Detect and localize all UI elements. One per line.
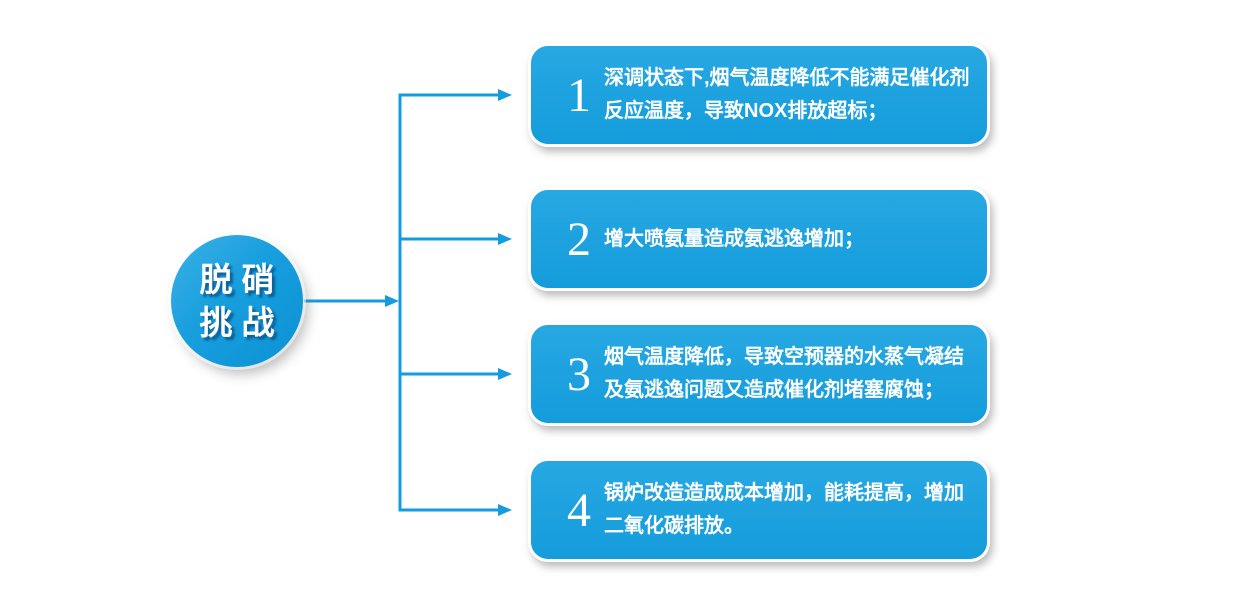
challenge-text-4-line2: 二氧化碳排放。 <box>604 515 744 537</box>
challenge-text-1-line2: 反应温度，导致NOX排放超标； <box>604 100 888 122</box>
challenge-text-2-line1: 增大喷氨量造成氨逃逸增加； <box>604 227 864 250</box>
challenge-text-3-line1: 烟气温度降低，导致空预器的水蒸气凝结 <box>604 346 964 368</box>
challenge-text-1: 深调状态下,烟气温度降低不能满足催化剂 反应温度，导致NOX排放超标； <box>604 62 986 128</box>
challenge-number-2: 2 <box>567 212 591 266</box>
challenge-number-3: 3 <box>567 347 591 401</box>
challenge-number-1: 1 <box>567 68 591 122</box>
challenge-box-4: 4 锅炉改造造成成本增加，能耗提高，增加 二氧化碳排放。 <box>528 458 990 562</box>
circle-label-line1: 脱硝 <box>199 261 284 298</box>
challenge-text-3: 烟气温度降低，导致空预器的水蒸气凝结 及氨逃逸问题又造成催化剂堵塞腐蚀； <box>604 341 986 407</box>
challenge-text-4-line1: 锅炉改造造成成本增加，能耗提高，增加 <box>604 482 964 504</box>
challenge-box-1: 1 深调状态下,烟气温度降低不能满足催化剂 反应温度，导致NOX排放超标； <box>528 43 990 147</box>
challenge-box-3: 3 烟气温度降低，导致空预器的水蒸气凝结 及氨逃逸问题又造成催化剂堵塞腐蚀； <box>528 322 990 426</box>
challenge-text-3-line2: 及氨逃逸问题又造成催化剂堵塞腐蚀； <box>604 379 944 401</box>
challenge-text-4: 锅炉改造造成成本增加，能耗提高，增加 二氧化碳排放。 <box>604 477 986 543</box>
challenge-text-1-line1: 深调状态下,烟气温度降低不能满足催化剂 <box>604 67 970 89</box>
challenge-text-2: 增大喷氨量造成氨逃逸增加； <box>604 223 986 256</box>
challenge-box-2: 2 增大喷氨量造成氨逃逸增加； <box>528 187 990 291</box>
circle-label-line2: 挑战 <box>199 304 284 341</box>
challenge-number-4: 4 <box>567 483 591 537</box>
challenge-circle: 脱硝 挑战 <box>171 235 303 367</box>
